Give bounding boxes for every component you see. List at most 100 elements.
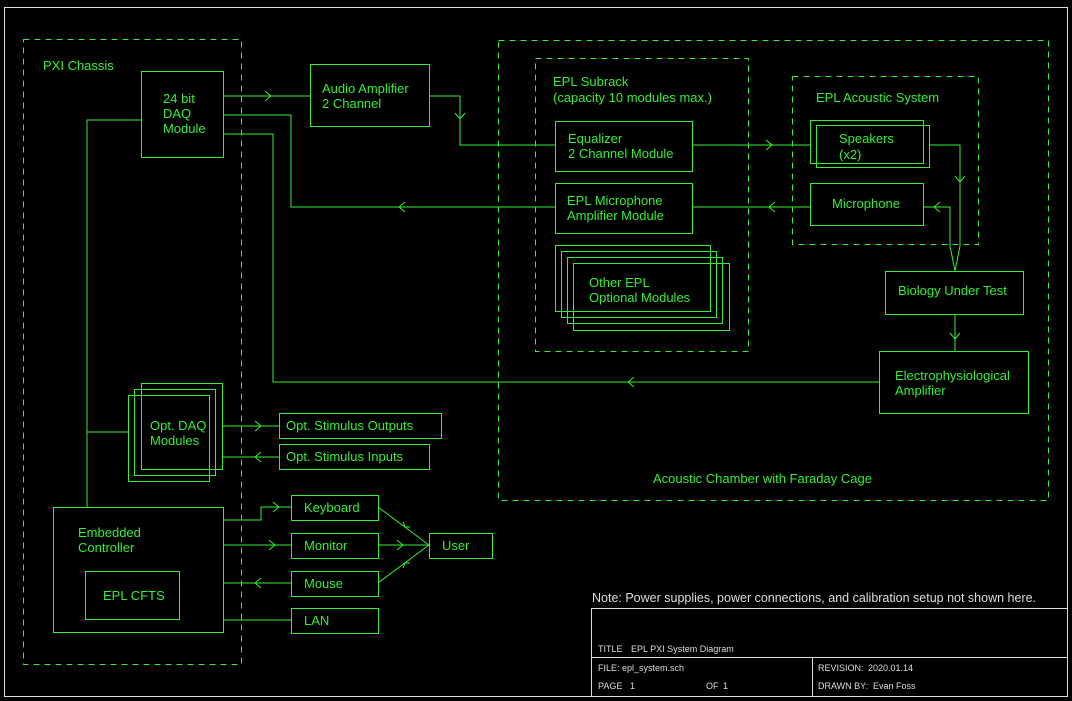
controller-label-1: Embedded: [78, 525, 141, 540]
opt-daq-stack-1: [128, 395, 210, 482]
wire-mic-amp-to-daq: [223, 114, 555, 208]
title-block-frame: [591, 608, 1068, 697]
microphone-box: [810, 183, 924, 226]
acoustic-chamber-label: Acoustic Chamber with Faraday Cage: [653, 471, 872, 486]
lan-box: [291, 608, 379, 634]
other-modules-stack-2: [561, 251, 717, 318]
ephys-label-2: Amplifier: [895, 383, 946, 398]
equalizer-label-2: 2 Channel Module: [568, 146, 674, 161]
daq-module-label-1: 24 bit: [163, 91, 195, 106]
arrow-from-stim-inputs: [254, 451, 262, 463]
speakers-box-back: [816, 125, 930, 168]
drawn-by-value: Evan Foss: [873, 681, 916, 691]
mouse-label: Mouse: [304, 576, 343, 591]
mic-amplifier-box: [555, 183, 693, 234]
note-text: Note: Power supplies, power connections,…: [592, 591, 1036, 605]
arrow-to-biology-down: [954, 175, 966, 183]
other-modules-label-2: Optional Modules: [589, 290, 691, 305]
mic-amp-label-2: Amplifier Module: [567, 208, 664, 223]
page-value: 1: [630, 681, 635, 691]
arrow-ephys-to-daq-left: [627, 376, 635, 388]
sheet-frame: [4, 7, 1068, 697]
wire-audio-amp-to-equalizer: [429, 95, 555, 146]
arrow-to-stim-outputs: [254, 420, 262, 432]
arrow-to-ephys-down: [949, 332, 961, 340]
mic-amp-label-1: EPL Microphone: [567, 193, 663, 208]
user-label: User: [442, 538, 470, 553]
stim-inputs-box: [279, 444, 430, 470]
revision-value: 2020.01.14: [868, 663, 913, 673]
other-modules-box: [573, 263, 730, 331]
page-label: PAGE: [598, 681, 622, 691]
other-modules-label-1: Other EPL: [589, 275, 650, 290]
acoustic-system-label: EPL Acoustic System: [816, 90, 939, 105]
file-label: FILE:: [598, 663, 620, 673]
cfts-box: [85, 571, 180, 620]
arrow-to-speakers: [765, 139, 773, 151]
speakers-box: [810, 120, 924, 164]
stim-outputs-box: [279, 413, 442, 439]
opt-daq-label-1: Opt. DAQ: [150, 418, 206, 433]
pxi-chassis-boundary: [23, 39, 242, 665]
speakers-label-1: Speakers: [839, 131, 894, 146]
arrow-to-daq-left: [398, 201, 406, 213]
arrow-user-to-keyboard: [402, 521, 410, 528]
daq-module-label-2: DAQ: [163, 106, 191, 121]
ephys-label-1: Electrophysiological: [895, 368, 1010, 383]
title-value: EPL PXI System Diagram: [631, 644, 734, 654]
wire-user-to-mouse: [377, 544, 430, 584]
drawn-by-label: DRAWN BY:: [818, 681, 868, 691]
wire-pxi-backplane: [86, 119, 141, 507]
mouse-box: [291, 571, 379, 597]
of-label: OF: [706, 681, 719, 691]
monitor-label: Monitor: [304, 538, 348, 553]
wire-ephys-to-daq: [223, 133, 879, 383]
of-value: 1: [723, 681, 728, 691]
subrack-capacity-label: (capacity 10 modules max.): [553, 90, 712, 105]
ephys-amplifier-box: [879, 351, 1029, 414]
opt-daq-label-2: Modules: [150, 433, 200, 448]
equalizer-box: [555, 121, 693, 172]
arrow-user-to-mouse: [402, 562, 410, 569]
wire-user-to-keyboard: [377, 506, 430, 546]
file-value: epl_system.sch: [622, 663, 684, 673]
speakers-label-2: (x2): [839, 147, 861, 162]
lan-label: LAN: [304, 613, 329, 628]
controller-label-2: Controller: [78, 540, 135, 555]
microphone-label: Microphone: [832, 196, 900, 211]
wire-biology-to-microphone: [923, 206, 956, 272]
arrow-to-mic-amp-left: [768, 201, 776, 213]
arrow-to-keyboard: [272, 501, 280, 513]
biology-label: Biology Under Test: [898, 283, 1007, 298]
controller-box: [53, 507, 224, 633]
audio-amp-label-1: Audio Amplifier: [322, 81, 409, 96]
other-modules-stack-3: [567, 257, 723, 324]
stim-inputs-label: Opt. Stimulus Inputs: [286, 449, 404, 464]
arrow-from-mouse: [254, 577, 262, 589]
keyboard-box: [291, 495, 379, 521]
equalizer-label-1: Equalizer: [568, 131, 623, 146]
daq-module-label-3: Module: [163, 121, 206, 136]
monitor-box: [291, 533, 379, 559]
pxi-chassis-label: PXI Chassis: [43, 58, 114, 73]
arrow-to-audio-amp: [264, 90, 272, 102]
wire-keyboard-to-controller: [223, 506, 291, 521]
wire-speakers-to-biology: [929, 144, 961, 272]
opt-daq-stack-2: [134, 389, 216, 476]
keyboard-label: Keyboard: [304, 500, 360, 515]
title-block: [591, 608, 1068, 697]
arrow-to-monitor: [268, 539, 276, 551]
acoustic-chamber-boundary: [498, 40, 1049, 501]
arrow-to-equalizer-down: [454, 112, 466, 120]
title-label: TITLE: [598, 644, 623, 654]
user-box: [429, 533, 493, 559]
other-modules-stack-1: [555, 245, 711, 312]
subrack-label: EPL Subrack: [553, 74, 629, 89]
revision-label: REVISION:: [818, 663, 864, 673]
arrow-user-to-monitor: [396, 539, 404, 551]
acoustic-system-boundary: [792, 76, 979, 245]
arrow-to-microphone-left: [933, 201, 941, 213]
cfts-label: EPL CFTS: [103, 588, 165, 603]
stim-outputs-label: Opt. Stimulus Outputs: [286, 418, 414, 433]
